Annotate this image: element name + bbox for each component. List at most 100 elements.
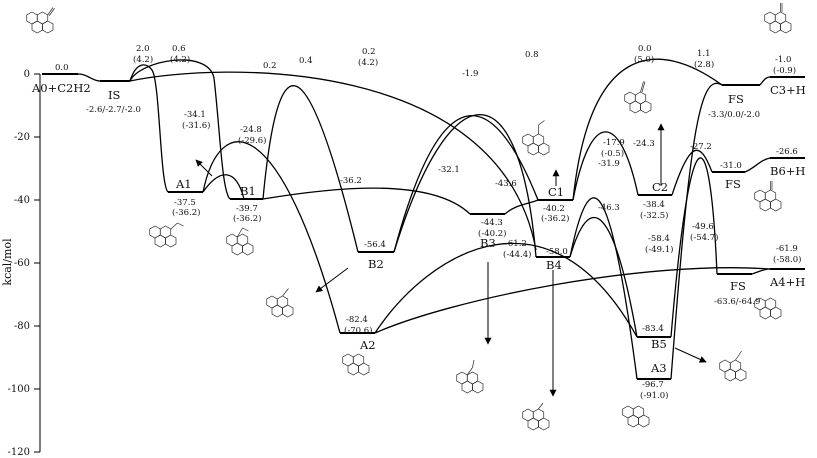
energy-label: 1.1 — [697, 49, 711, 59]
y-tick-label: -60 — [14, 258, 30, 269]
state-labels: A0+C2H2 IS A1 B1 B2 A2 B3 B4 C1 C2 B5 A3… — [31, 81, 806, 375]
state-label-c3h: C3+H — [770, 83, 806, 97]
molecule-sketch — [342, 353, 370, 376]
energy-labels: 0.0 -2.6/-2.7/-2.0 2.0 (4.2) 0.6 (4.2) 0… — [55, 44, 801, 401]
molecule-sketch — [719, 350, 747, 382]
energy-label: -31.0 — [720, 161, 742, 171]
energy-label: 0.8 — [525, 50, 539, 60]
energy-label: -27.2 — [690, 142, 712, 152]
energy-label: -37.5 — [174, 198, 196, 208]
energy-label: (-54.7) — [690, 232, 718, 243]
energy-label: -36.2 — [340, 176, 362, 186]
energy-label: -3.3/0.0/-2.0 — [708, 110, 760, 120]
state-label-b4: B4 — [546, 258, 562, 272]
y-tick-label: 0 — [24, 69, 30, 80]
energy-label: 2.0 — [136, 44, 150, 54]
molecule-sketch — [26, 7, 55, 34]
energy-label: -49.6 — [692, 222, 714, 232]
y-axis: 0 -20 -40 -60 -80 -100 -120 kcal/mol — [1, 69, 41, 458]
molecule-sketch — [764, 3, 792, 34]
energy-label: (-0.5) — [601, 148, 624, 159]
energy-label: 0.0 — [55, 63, 69, 73]
state-label-fs: FS — [728, 92, 744, 106]
energy-label: (-91.0) — [640, 390, 668, 401]
energy-label: (-31.6) — [182, 120, 210, 131]
energy-label: (-36.2) — [172, 207, 200, 218]
energy-label: -1.9 — [462, 69, 478, 79]
energy-label: 0.4 — [299, 56, 313, 66]
energy-label: -17.9 — [603, 138, 625, 148]
molecule-sketches — [26, 3, 792, 431]
energy-levels — [42, 73, 805, 380]
state-label-a2: A2 — [359, 338, 376, 352]
energy-label: -96.7 — [642, 380, 664, 390]
energy-label: -32.1 — [438, 165, 460, 175]
energy-label: (-29.6) — [238, 135, 266, 146]
energy-label: -58.0 — [546, 247, 568, 257]
state-label-b2: B2 — [368, 257, 384, 271]
state-label-b6h: B6+H — [770, 164, 805, 178]
state-label-a1: A1 — [175, 177, 192, 191]
energy-label: -31.9 — [598, 159, 620, 169]
energy-label: (-70.6) — [344, 325, 372, 336]
y-tick-label: -120 — [8, 447, 30, 458]
energy-label: (-36.2) — [541, 213, 569, 224]
energy-label: -43.6 — [495, 179, 517, 189]
energy-label: -38.4 — [643, 200, 665, 210]
energy-label: -58.4 — [648, 234, 670, 244]
state-label-b1: B1 — [240, 184, 256, 198]
energy-label: (-49.1) — [645, 244, 673, 255]
energy-label: (-58.0) — [773, 254, 801, 265]
molecule-sketch — [149, 222, 184, 248]
molecule-sketch — [754, 181, 782, 212]
energy-label: 0.2 — [362, 47, 376, 57]
energy-label: -26.6 — [776, 147, 798, 157]
energy-label: -82.4 — [346, 315, 368, 325]
y-axis-label: kcal/mol — [1, 238, 14, 286]
energy-label: -61.9 — [776, 244, 798, 254]
state-label-c1: C1 — [548, 185, 564, 199]
energy-label: -39.7 — [236, 204, 258, 214]
state-label-c2: C2 — [652, 180, 668, 194]
state-label-a0: A0+C2H2 — [31, 81, 91, 95]
state-label-is: IS — [108, 88, 121, 102]
state-label-fs: FS — [725, 177, 741, 191]
y-tick-label: -20 — [14, 132, 30, 143]
energy-label: (-32.5) — [640, 210, 668, 221]
energy-label: (-44.4) — [503, 249, 531, 260]
molecule-sketch — [522, 120, 550, 156]
energy-label: (-36.2) — [233, 213, 261, 224]
y-tick-label: -40 — [14, 195, 30, 206]
energy-label: 0.2 — [263, 61, 277, 71]
state-label-b5: B5 — [651, 337, 667, 351]
energy-label: -83.4 — [642, 324, 664, 334]
molecule-sketch — [226, 227, 254, 256]
energy-label: 0.6 — [172, 44, 186, 54]
energy-label: -24.3 — [633, 139, 655, 149]
energy-label: -61.2 — [505, 239, 527, 249]
molecule-sketch — [266, 288, 294, 318]
state-label-a4h: A4+H — [769, 275, 805, 289]
state-label-b3: B3 — [480, 236, 496, 250]
energy-label: (-0.9) — [773, 65, 796, 76]
energy-label: -24.8 — [240, 125, 262, 135]
energy-label: -40.2 — [543, 204, 565, 214]
energy-label: -2.6/-2.7/-2.0 — [86, 105, 141, 115]
energy-label: 0.0 — [638, 44, 652, 54]
state-label-a3: A3 — [650, 361, 667, 375]
energy-label: (5.0) — [634, 54, 654, 65]
reaction-pathways — [77, 58, 771, 380]
energy-label: -44.3 — [481, 218, 503, 228]
y-tick-label: -100 — [8, 384, 30, 395]
energy-label: -1.0 — [775, 55, 791, 65]
energy-label: -46.3 — [598, 203, 620, 213]
molecule-sketch — [622, 405, 650, 428]
state-label-fs: FS — [730, 279, 746, 293]
energy-label: (4.2) — [133, 54, 153, 65]
energy-label: (-40.2) — [478, 228, 506, 239]
energy-label: -56.4 — [364, 240, 386, 250]
arrows — [195, 123, 707, 397]
energy-label: (2.8) — [694, 59, 714, 70]
y-tick-label: -80 — [14, 321, 30, 332]
